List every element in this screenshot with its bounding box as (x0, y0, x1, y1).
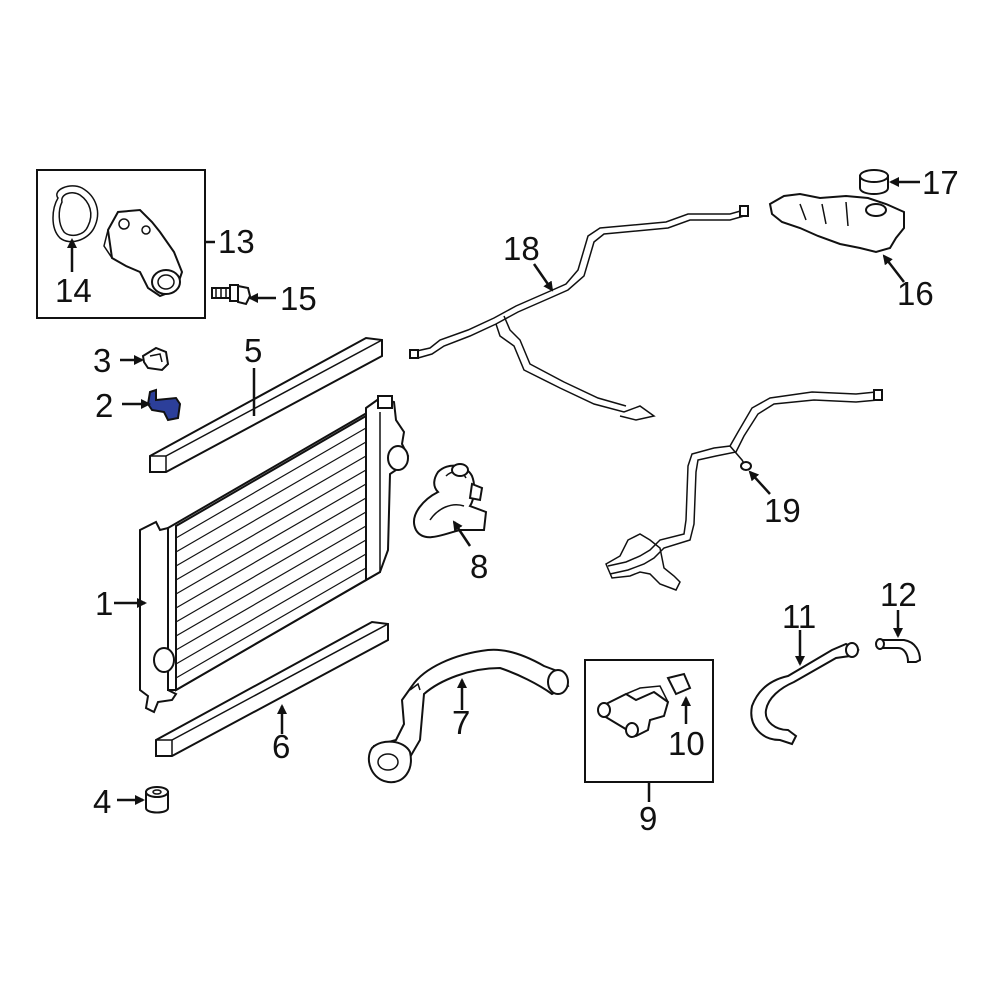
radiator-core-fins (175, 427, 367, 679)
callout-13: 13 (218, 223, 255, 260)
callout-11: 11 (782, 598, 816, 635)
callout-9: 9 (639, 800, 657, 837)
callout-2: 2 (95, 387, 113, 424)
callout-17: 17 (922, 164, 959, 201)
clip-3 (141, 346, 170, 372)
callout-1: 1 (95, 585, 113, 622)
seal-ring (52, 185, 99, 243)
callout-15: 15 (280, 280, 317, 317)
inset-box-13 (36, 169, 206, 319)
bolt-15 (211, 284, 252, 306)
reservoir-16 (768, 192, 905, 254)
seal-strip-6 (155, 620, 389, 757)
callout-3: 3 (93, 342, 111, 379)
valve-group-9 (584, 659, 714, 783)
callout-14: 14 (55, 272, 92, 309)
callout-5: 5 (244, 332, 262, 369)
tube-18 (409, 205, 749, 421)
callout-6: 6 (272, 728, 290, 765)
leader-lines (67, 177, 920, 805)
bushing-4 (145, 786, 169, 814)
callout-labels: 1 2 3 4 5 6 7 8 9 10 11 12 13 14 15 16 1… (55, 164, 959, 837)
callout-4: 4 (93, 783, 111, 820)
bracket-2 (146, 388, 182, 422)
callout-8: 8 (470, 548, 488, 585)
hose-11 (750, 642, 860, 746)
callout-16: 16 (897, 275, 934, 312)
hose-7 (367, 648, 570, 784)
callout-10: 10 (668, 725, 705, 762)
callout-7: 7 (452, 704, 470, 741)
seal-strip-5 (149, 336, 383, 473)
callout-19: 19 (764, 492, 801, 529)
callout-18: 18 (503, 230, 540, 267)
clip-10 (666, 672, 692, 696)
hose-8 (413, 463, 488, 539)
callout-12: 12 (880, 576, 917, 613)
tube-19 (605, 389, 883, 591)
hose-12 (875, 638, 922, 663)
cap-17 (859, 169, 889, 195)
thermostat-housing-group (36, 169, 206, 319)
radiator-1 (139, 395, 410, 714)
